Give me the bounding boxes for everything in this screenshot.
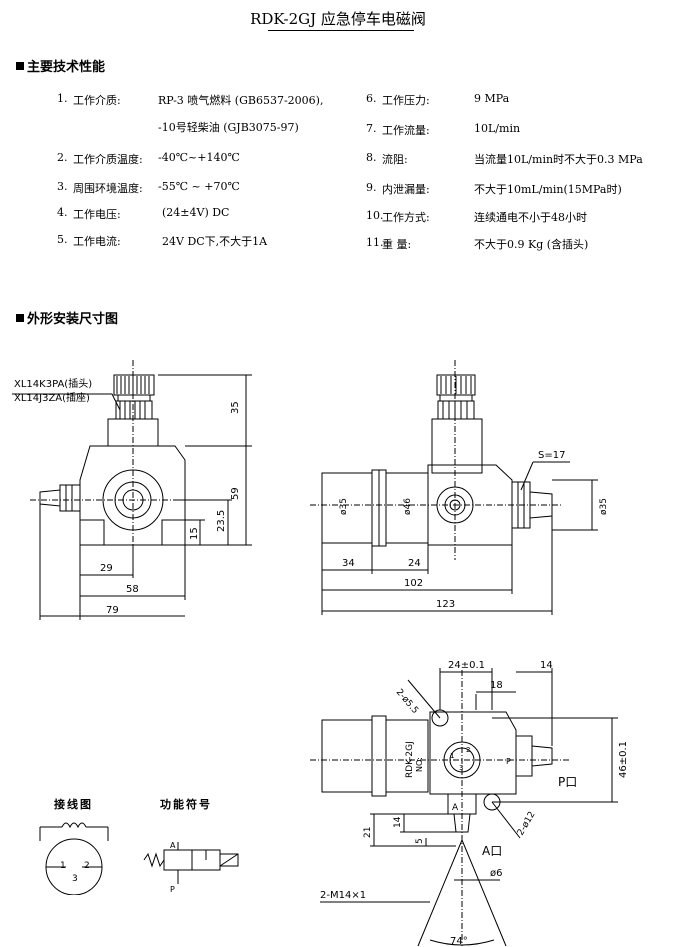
spec-value: 连续通电不小于48小时 (474, 211, 587, 224)
spec-n: 8. (366, 151, 377, 164)
spec-n: 5. (57, 233, 68, 246)
page-title: RDK-2GJ 应急停车电磁阀 (250, 10, 426, 28)
wiring-diagram: 1 2 3 (39, 822, 109, 895)
dim-23-5: 23.5 (216, 510, 227, 532)
spec-label: 工作方式: (382, 211, 430, 224)
dim-46-tol: 46±0.1 (618, 741, 629, 778)
spec-label: 周围环境温度: (73, 182, 143, 195)
dim-102: 102 (404, 578, 423, 589)
function-symbol: A P (143, 841, 239, 894)
symbol-label: 功能符号 (160, 798, 212, 811)
dim-14-vertical: 14 (393, 816, 403, 828)
dim-angle: 74° (450, 936, 468, 947)
section-dimensions-label: 外形安装尺寸图 (27, 312, 119, 327)
spec-label: 工作电压: (73, 208, 121, 221)
drawing-front-view: S=17 ø35 ø46 ø35 34 24 102 123 (310, 360, 609, 615)
section-square-icon (16, 62, 24, 70)
spec-n: 10. (366, 209, 384, 222)
plug-label: XL14K3PA(插头) (14, 377, 92, 390)
holes-2x5-5: 2-ø5.5 (394, 688, 420, 716)
drawing-side-view: XL14K3PA(插头) XL14J3ZA(插座) 35 59 23.5 15 … (12, 360, 252, 620)
spec-value: (24±4V) DC (162, 206, 230, 219)
spec-value: 24V DC下,不大于1A (162, 235, 268, 248)
conn-pin-3: 3 (459, 764, 463, 772)
section-performance-label: 主要技术性能 (27, 60, 106, 75)
spec-value: -10号轻柴油 (GJB3075-97) (158, 121, 299, 134)
port-a-label: A口 (482, 844, 502, 858)
spec-n: 4. (57, 206, 68, 219)
spec-label: 重 量: (382, 238, 412, 251)
dim-29: 29 (100, 563, 113, 574)
spec-label: 工作压力: (382, 94, 430, 107)
spec-label: 流阻: (382, 153, 408, 166)
spec-n: 9. (366, 181, 377, 194)
dim-34: 34 (342, 558, 355, 569)
pin-3: 3 (72, 874, 78, 884)
spec-n: 1. (57, 92, 68, 105)
dim-14: 14 (540, 660, 553, 671)
dim-phi35-coil: ø35 (339, 498, 349, 515)
section-dimensions: 外形安装尺寸图 (16, 308, 118, 327)
port-p-label: P口 (558, 775, 577, 789)
spec-label: 工作电流: (73, 235, 121, 248)
spec-value: 9 MPa (474, 92, 510, 105)
dim-18: 18 (490, 680, 503, 691)
dim-24-tol: 24±0.1 (448, 660, 485, 671)
spec-value: -40℃~+140℃ (158, 151, 240, 164)
spec-value: 不大于10mL/min(15MPa时) (474, 183, 622, 196)
spec-n: 11. (366, 236, 384, 249)
model-label: RDK-2GJ (405, 741, 415, 778)
dim-79: 79 (106, 605, 119, 616)
spec-value: -55℃ ~ +70℃ (158, 180, 240, 193)
socket-label: XL14J3ZA(插座) (14, 391, 90, 404)
port-p-mark: P (506, 757, 511, 766)
spec-label: 工作流量: (382, 124, 430, 137)
spec-value: RP-3 喷气燃料 (GB6537-2006), (158, 94, 324, 107)
port-a-mark: A (452, 803, 459, 813)
conn-pin-1: 1 (450, 752, 454, 760)
pin-1: 1 (60, 861, 66, 871)
dim-s17: S=17 (538, 450, 565, 461)
dim-phi35-fitting: ø35 (599, 498, 609, 515)
spec-value: 10L/min (474, 122, 521, 135)
symbol-p: P (170, 885, 175, 894)
dim-24: 24 (408, 558, 421, 569)
dim-m14: 2-M14×1 (320, 890, 366, 901)
spec-value: 当流量10L/min时不大于0.3 MPa (474, 153, 643, 166)
section-square-icon (16, 314, 24, 322)
dim-35: 35 (230, 401, 241, 414)
wiring-label: 接线图 (54, 798, 93, 811)
holes-2x12: 2-ø12 (516, 810, 538, 837)
drawing-top-view: 1 2 3 RDK-2GJ NO: A P 24±0.1 14 18 2-ø5.… (310, 660, 629, 947)
spec-value: 不大于0.9 Kg (含插头) (474, 238, 589, 251)
dim-58: 58 (126, 584, 139, 595)
dim-phi46: ø46 (403, 498, 413, 515)
spec-n: 2. (57, 151, 68, 164)
section-performance: 主要技术性能 (16, 56, 105, 75)
spec-label: 工作介质: (73, 94, 121, 107)
pin-2: 2 (84, 861, 90, 871)
no-label: NO: (415, 757, 424, 772)
spec-label: 内泄漏量: (382, 183, 430, 196)
dim-phi6: ø6 (490, 868, 502, 879)
conn-pin-2: 2 (466, 746, 470, 754)
symbol-a: A (170, 841, 176, 850)
spec-n: 7. (366, 122, 377, 135)
dim-21: 21 (363, 827, 373, 838)
dim-123: 123 (436, 599, 455, 610)
dim-15: 15 (189, 527, 200, 540)
dim-5: 5 (415, 838, 425, 844)
title-underline (268, 30, 414, 31)
dim-59: 59 (230, 487, 241, 500)
spec-n: 3. (57, 180, 68, 193)
spec-n: 6. (366, 92, 377, 105)
spec-label: 工作介质温度: (73, 153, 143, 166)
